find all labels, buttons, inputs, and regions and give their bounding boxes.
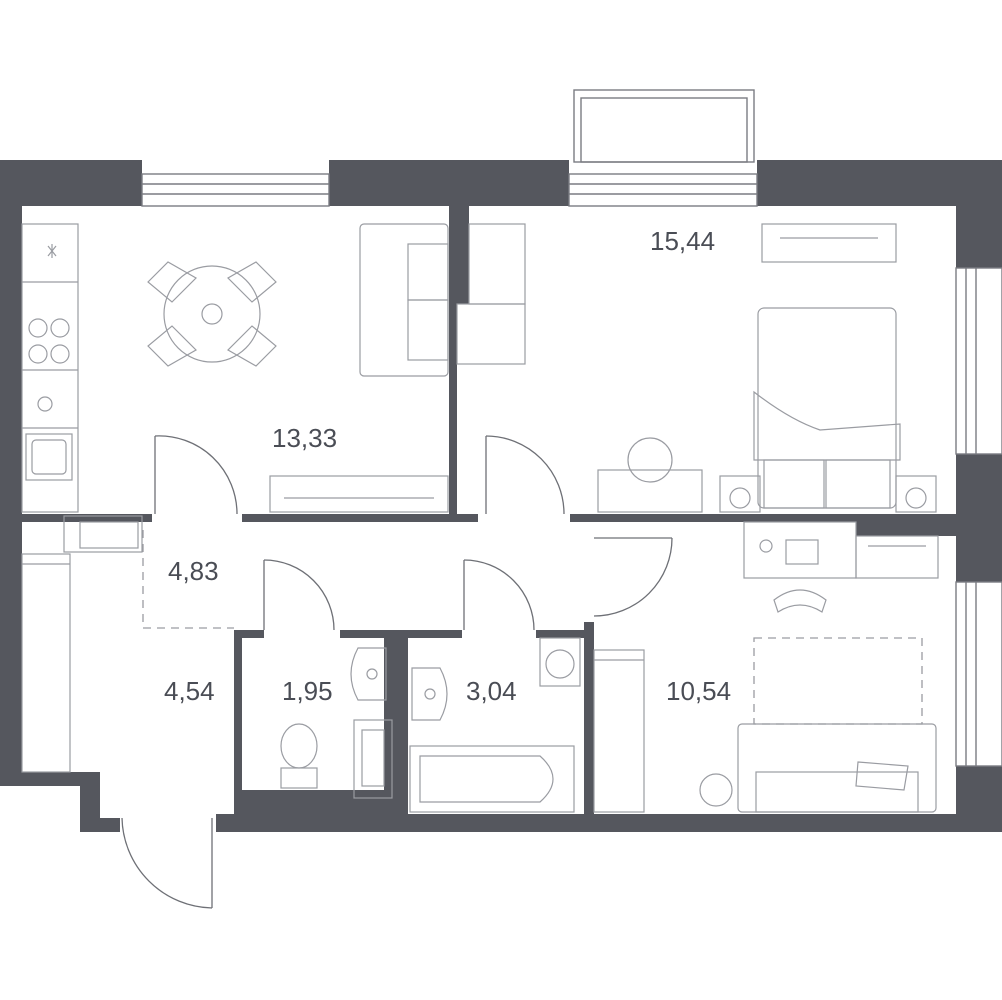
- outer-walls: [0, 160, 1002, 832]
- entrance-wardrobe: [21, 553, 71, 773]
- desk-bedroom-large: [597, 437, 703, 513]
- toilet-sink: [350, 647, 387, 701]
- tv-stand-kitchen: [269, 475, 449, 513]
- nightstands: [719, 475, 937, 513]
- bed-zone-small: [753, 637, 923, 725]
- doors: [121, 435, 673, 909]
- hall-boundary: [142, 530, 234, 629]
- tv-bedroom-large: [761, 223, 897, 263]
- dining-table: [147, 261, 277, 367]
- area-label-kitchen-living: 13,33: [272, 423, 337, 453]
- bed-large: [753, 307, 901, 509]
- windows: [141, 173, 1002, 767]
- interior-walls: [22, 206, 956, 814]
- wardrobe-bedroom-small: [593, 649, 645, 813]
- wardrobe-bedroom-large: [456, 223, 526, 365]
- area-label-bedroom-small: 10,54: [666, 676, 731, 706]
- desk-bedroom-small: [743, 521, 857, 613]
- balcony: [573, 89, 755, 163]
- shelf-bedroom-small: [855, 535, 939, 579]
- bathroom-sink: [411, 667, 448, 721]
- area-label-bathroom: 3,04: [466, 676, 517, 706]
- water-heater: [353, 719, 393, 799]
- kitchen-unit: [21, 223, 79, 513]
- washing-machine: [539, 637, 581, 687]
- area-label-bedroom-large: 15,44: [650, 226, 715, 256]
- bathtub: [409, 745, 575, 813]
- area-label-entrance: 4,54: [164, 676, 215, 706]
- sofa-bedroom-small: [699, 723, 937, 813]
- sofa-kitchen: [359, 223, 449, 377]
- area-label-toilet: 1,95: [282, 676, 333, 706]
- toilet-bowl: [280, 723, 318, 789]
- area-label-hall: 4,83: [168, 556, 219, 586]
- shoe-cabinet: [63, 515, 143, 553]
